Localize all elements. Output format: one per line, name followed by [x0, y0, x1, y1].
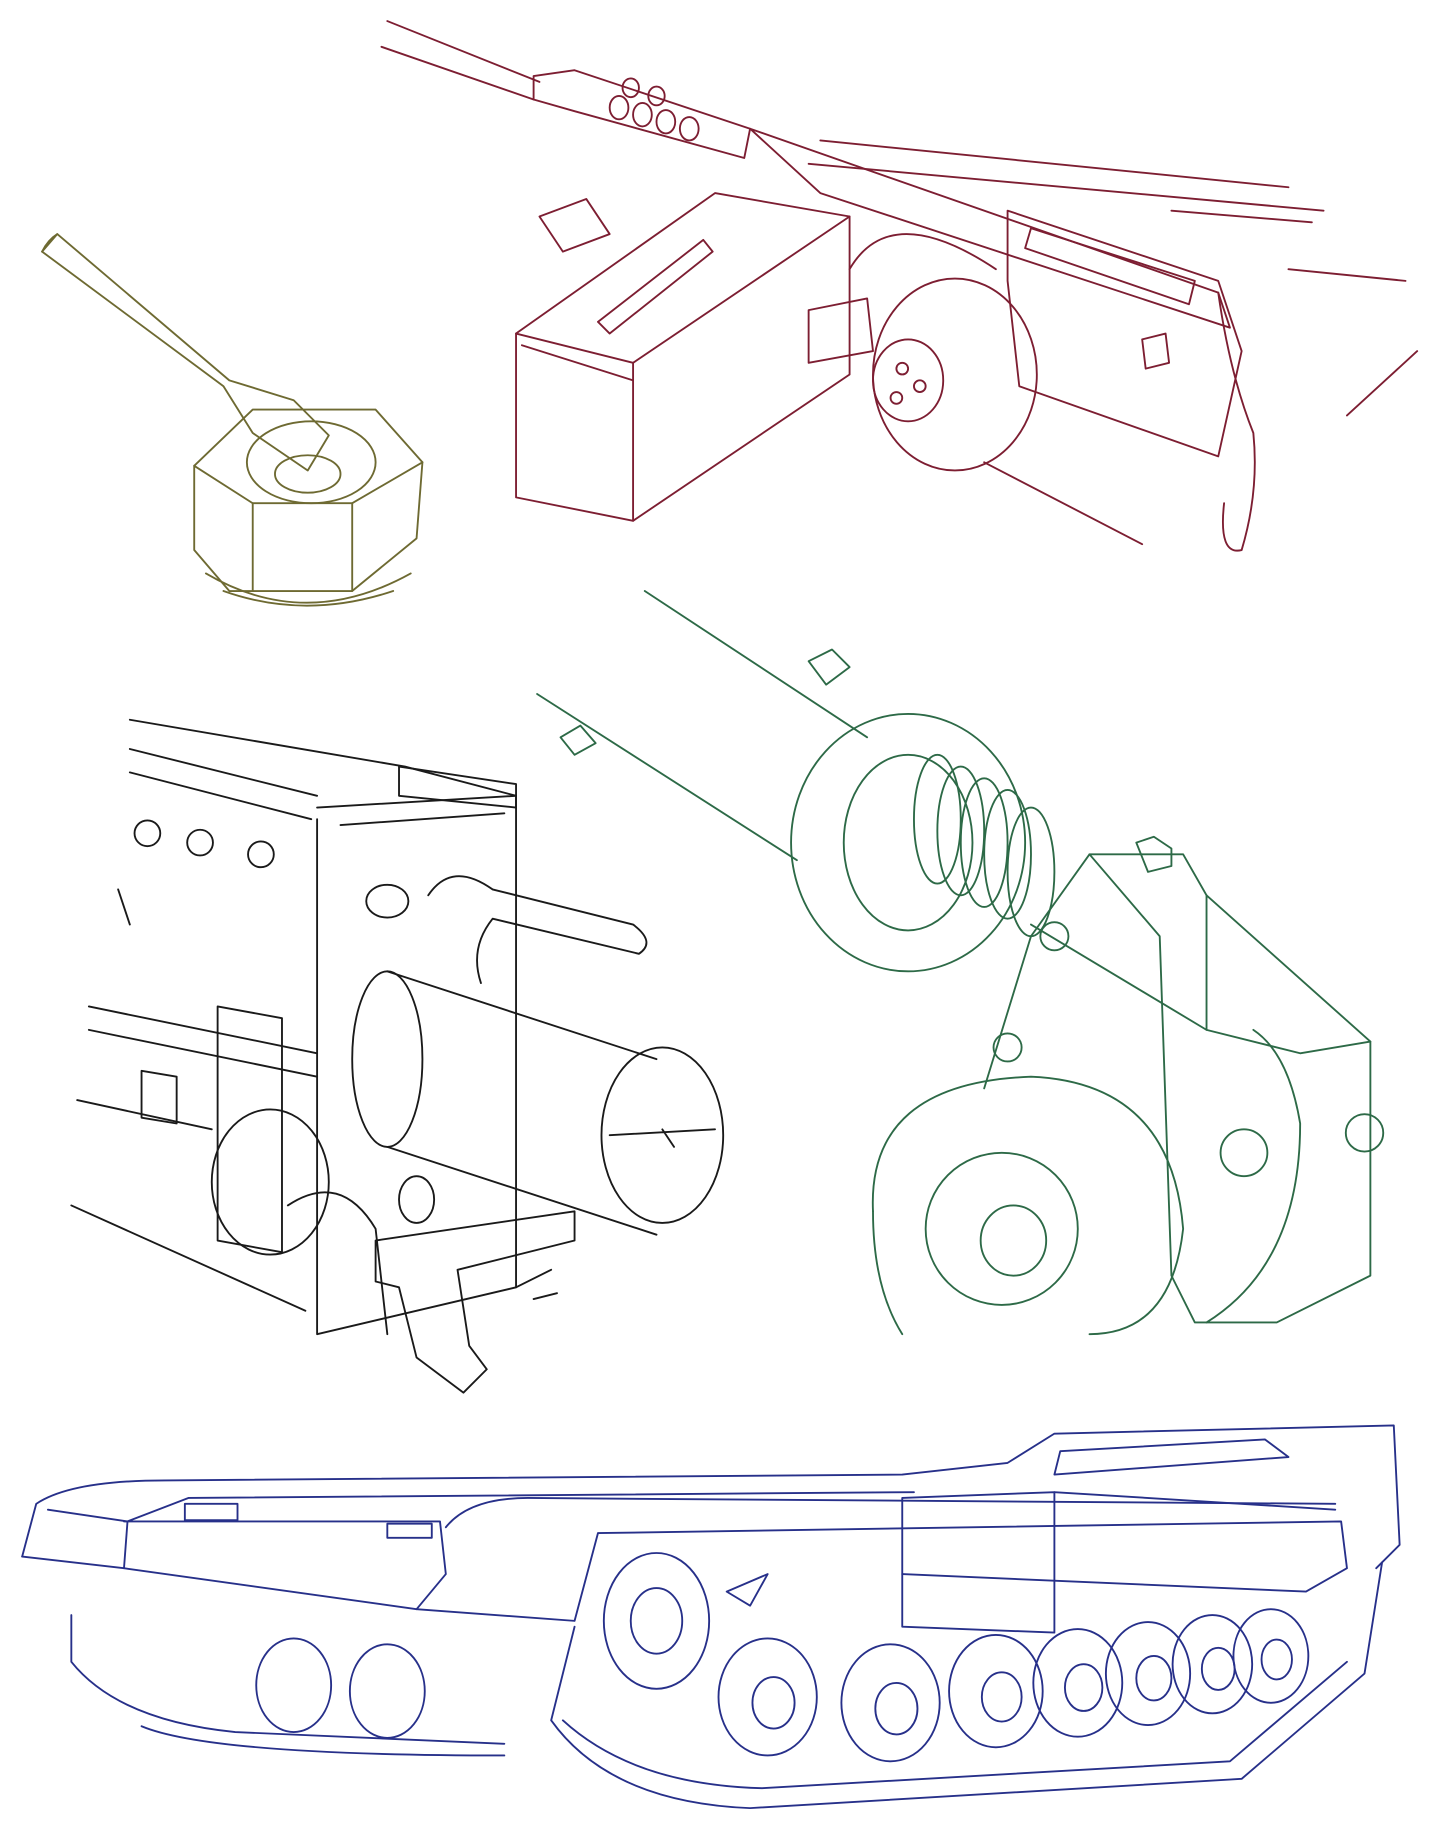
recoil-spring-assembly-drawing	[536, 590, 1385, 1336]
machine-gun-drawing	[380, 20, 1419, 552]
road-wheels	[255, 1608, 1310, 1763]
tank-hull-drawing	[21, 1424, 1401, 1810]
breech-mechanism-drawing	[70, 718, 725, 1394]
wrench-on-nut-drawing	[41, 233, 424, 607]
